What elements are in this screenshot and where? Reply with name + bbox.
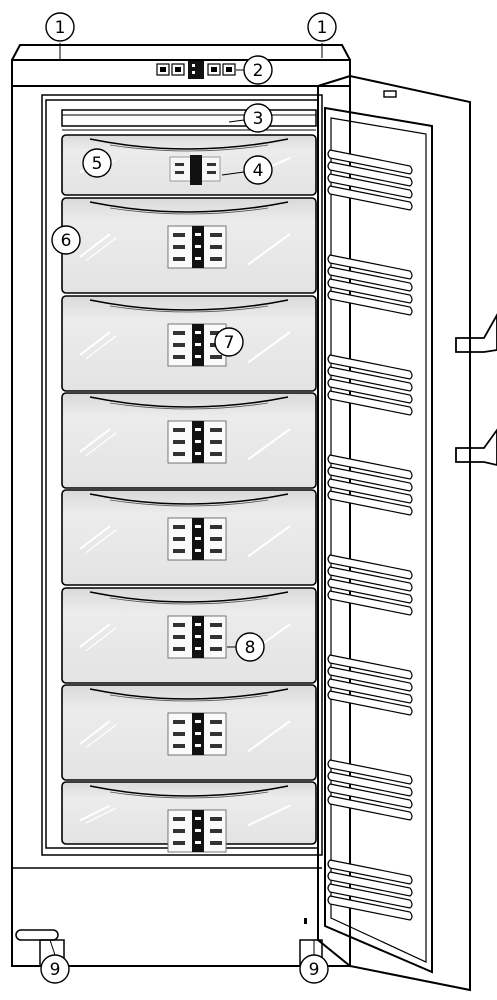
door-vent bbox=[328, 150, 412, 210]
drawer bbox=[62, 393, 316, 488]
top-shelf bbox=[62, 110, 316, 130]
svg-text:3: 3 bbox=[253, 109, 264, 129]
door-vents bbox=[328, 150, 412, 920]
drawer-label-panel bbox=[168, 713, 226, 755]
drawer bbox=[62, 588, 316, 683]
callout-7: 7 bbox=[215, 328, 243, 356]
drawer bbox=[62, 490, 316, 585]
callout-3: 3 bbox=[244, 104, 272, 132]
drawer-label-panel bbox=[168, 226, 226, 268]
callout-1-left: 1 bbox=[46, 13, 74, 41]
svg-text:4: 4 bbox=[253, 161, 264, 181]
door-hinge-lower bbox=[456, 430, 497, 465]
svg-text:9: 9 bbox=[309, 960, 320, 980]
door-vent bbox=[328, 860, 412, 920]
drawer-label-panel bbox=[168, 421, 226, 463]
drawer bbox=[62, 198, 316, 293]
door-vent bbox=[328, 760, 412, 820]
callout-5: 5 bbox=[83, 149, 111, 177]
svg-text:8: 8 bbox=[245, 638, 256, 658]
callout-9-left: 9 bbox=[41, 955, 69, 983]
door-vent bbox=[328, 555, 412, 615]
door-hinge-upper bbox=[456, 315, 497, 352]
drawer bbox=[62, 685, 316, 780]
svg-text:1: 1 bbox=[55, 18, 66, 38]
door-vent bbox=[328, 355, 412, 415]
door-vent bbox=[328, 655, 412, 715]
svg-text:2: 2 bbox=[253, 61, 264, 81]
svg-text:7: 7 bbox=[224, 333, 235, 353]
svg-text:6: 6 bbox=[61, 231, 72, 251]
drawer bbox=[62, 782, 316, 852]
drawer-label-panel bbox=[168, 518, 226, 560]
svg-text:5: 5 bbox=[92, 154, 103, 174]
drawer-label-panel bbox=[168, 810, 226, 852]
drawer bbox=[62, 296, 316, 391]
door-vent bbox=[328, 255, 412, 315]
svg-text:9: 9 bbox=[50, 960, 61, 980]
callout-6: 6 bbox=[52, 226, 80, 254]
svg-text:1: 1 bbox=[317, 18, 328, 38]
callout-4: 4 bbox=[244, 156, 272, 184]
control-panel bbox=[157, 61, 235, 79]
control-display bbox=[188, 61, 204, 79]
callout-9-right: 9 bbox=[300, 955, 328, 983]
callout-8: 8 bbox=[236, 633, 264, 661]
callout-2: 2 bbox=[244, 56, 272, 84]
door-vent bbox=[328, 455, 412, 515]
drawer-label-panel bbox=[170, 155, 220, 185]
open-door bbox=[318, 76, 497, 990]
drawer-stack bbox=[62, 135, 316, 852]
callout-1-right: 1 bbox=[308, 13, 336, 41]
drawer-label-panel bbox=[168, 616, 226, 658]
